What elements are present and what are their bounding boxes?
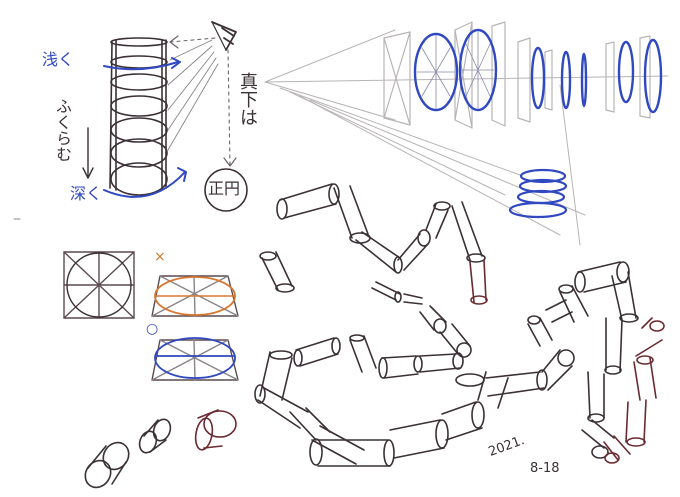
square-circle-diagram	[63, 251, 135, 319]
label-perfect-circle: 正円	[208, 179, 241, 198]
wrong-perspective-diagram	[151, 275, 239, 317]
label-correct-mark: ○	[146, 321, 159, 337]
perfect-circle-ring	[204, 168, 248, 212]
label-wrong-mark: ×	[154, 249, 166, 265]
small-cylinders	[84, 251, 295, 489]
tall-cylinder	[109, 37, 168, 196]
eye-viewpoint	[211, 21, 237, 51]
cylinder-chain-right	[527, 261, 639, 459]
down-arrow	[82, 127, 94, 179]
arrowhead-down	[223, 157, 237, 167]
arrowhead-left	[169, 35, 179, 49]
label-directly-below: 真下は	[237, 72, 258, 126]
correct-perspective-diagram	[151, 337, 239, 381]
label-deep: 深く	[70, 184, 103, 203]
perspective-boxes	[383, 21, 651, 129]
cylinder-chain-maroon	[603, 317, 665, 464]
label-gradually: ふくらむ	[53, 98, 72, 162]
stacked-blue-ellipses	[508, 168, 568, 219]
sight-lines	[167, 39, 219, 151]
blue-ellipse-series	[413, 28, 663, 114]
viewpoint-dashes	[169, 37, 231, 166]
cylinder-chain-top	[276, 183, 488, 305]
label-date-day: 8-18	[530, 461, 560, 476]
label-shallow: 浅く	[42, 50, 75, 69]
perspective-guides	[264, 29, 669, 246]
blue-arrows	[103, 57, 187, 198]
blue-ellipse-inner-lines	[416, 31, 495, 109]
cylinder-chain-middle	[293, 281, 472, 379]
cylinder-chain-bottom	[254, 349, 575, 467]
